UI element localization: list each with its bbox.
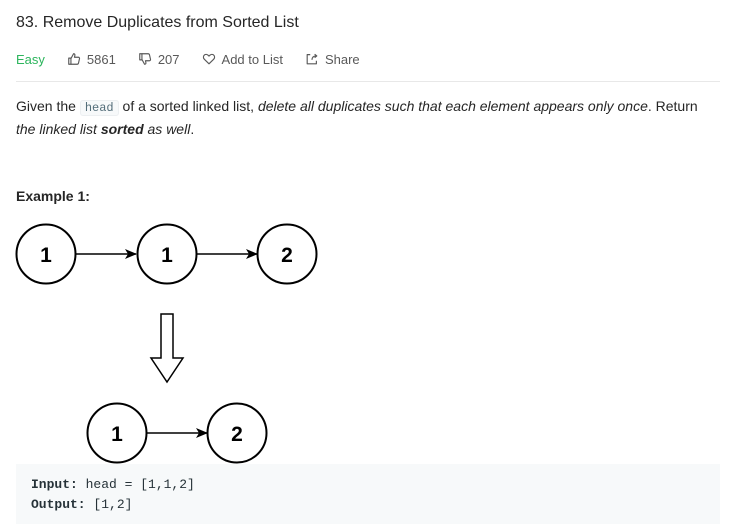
add-to-list-button[interactable]: Add to List xyxy=(202,52,283,67)
heart-icon xyxy=(202,53,215,65)
like-count: 5861 xyxy=(86,51,116,67)
list-node-before-1 xyxy=(15,223,77,285)
input-label: Input: xyxy=(31,477,78,492)
list-node-after-2 xyxy=(206,402,268,464)
example-output-line: Output: [1,2] xyxy=(31,495,705,515)
node-label: 2 xyxy=(231,423,243,446)
thumbs-down-icon xyxy=(139,53,151,65)
dislike-count: 207 xyxy=(157,51,180,67)
node-label: 1 xyxy=(111,423,123,446)
example-codeblock: Input: head = [1,1,2] Output: [1,2] xyxy=(16,464,720,524)
problem-description: Given the head of a sorted linked list, … xyxy=(16,96,720,140)
desc-emphasis: delete all duplicates such that each ele… xyxy=(257,98,648,114)
share-button[interactable]: Share xyxy=(305,52,360,67)
example-title: Example 1: xyxy=(16,188,90,204)
divider xyxy=(16,81,720,82)
desc-text: . xyxy=(190,121,195,137)
transform-arrow xyxy=(149,313,185,384)
node-label: 2 xyxy=(281,244,293,267)
desc-text: . Return xyxy=(647,98,698,114)
list-node-before-3 xyxy=(256,223,318,285)
desc-emphasis: as well xyxy=(143,121,191,137)
node-label: 1 xyxy=(40,244,52,267)
list-node-after-1 xyxy=(86,402,148,464)
difficulty-badge: Easy xyxy=(16,51,45,67)
input-value: head = [1,1,2] xyxy=(77,477,195,492)
output-value: [1,2] xyxy=(85,497,133,512)
like-button[interactable]: 5861 xyxy=(67,52,116,67)
node-label: 1 xyxy=(161,244,173,267)
desc-strong: sorted xyxy=(100,121,144,137)
add-to-list-label: Add to List xyxy=(221,51,283,67)
problem-title: 83. Remove Duplicates from Sorted List xyxy=(16,14,299,31)
share-label: Share xyxy=(324,51,360,67)
desc-text: of a sorted linked list, xyxy=(118,98,258,114)
thumbs-up-icon xyxy=(68,53,81,65)
list-node-before-2 xyxy=(136,223,198,285)
example-input-line: Input: head = [1,1,2] xyxy=(31,475,705,495)
inline-code-head: head xyxy=(79,100,119,116)
desc-text: Given the xyxy=(16,98,80,114)
desc-emphasis: the linked list xyxy=(16,121,101,137)
share-icon xyxy=(306,53,318,65)
output-label: Output: xyxy=(31,497,86,512)
dislike-button[interactable]: 207 xyxy=(138,52,180,67)
problem-meta: Easy 5861 207 Add to List Share xyxy=(16,50,382,68)
